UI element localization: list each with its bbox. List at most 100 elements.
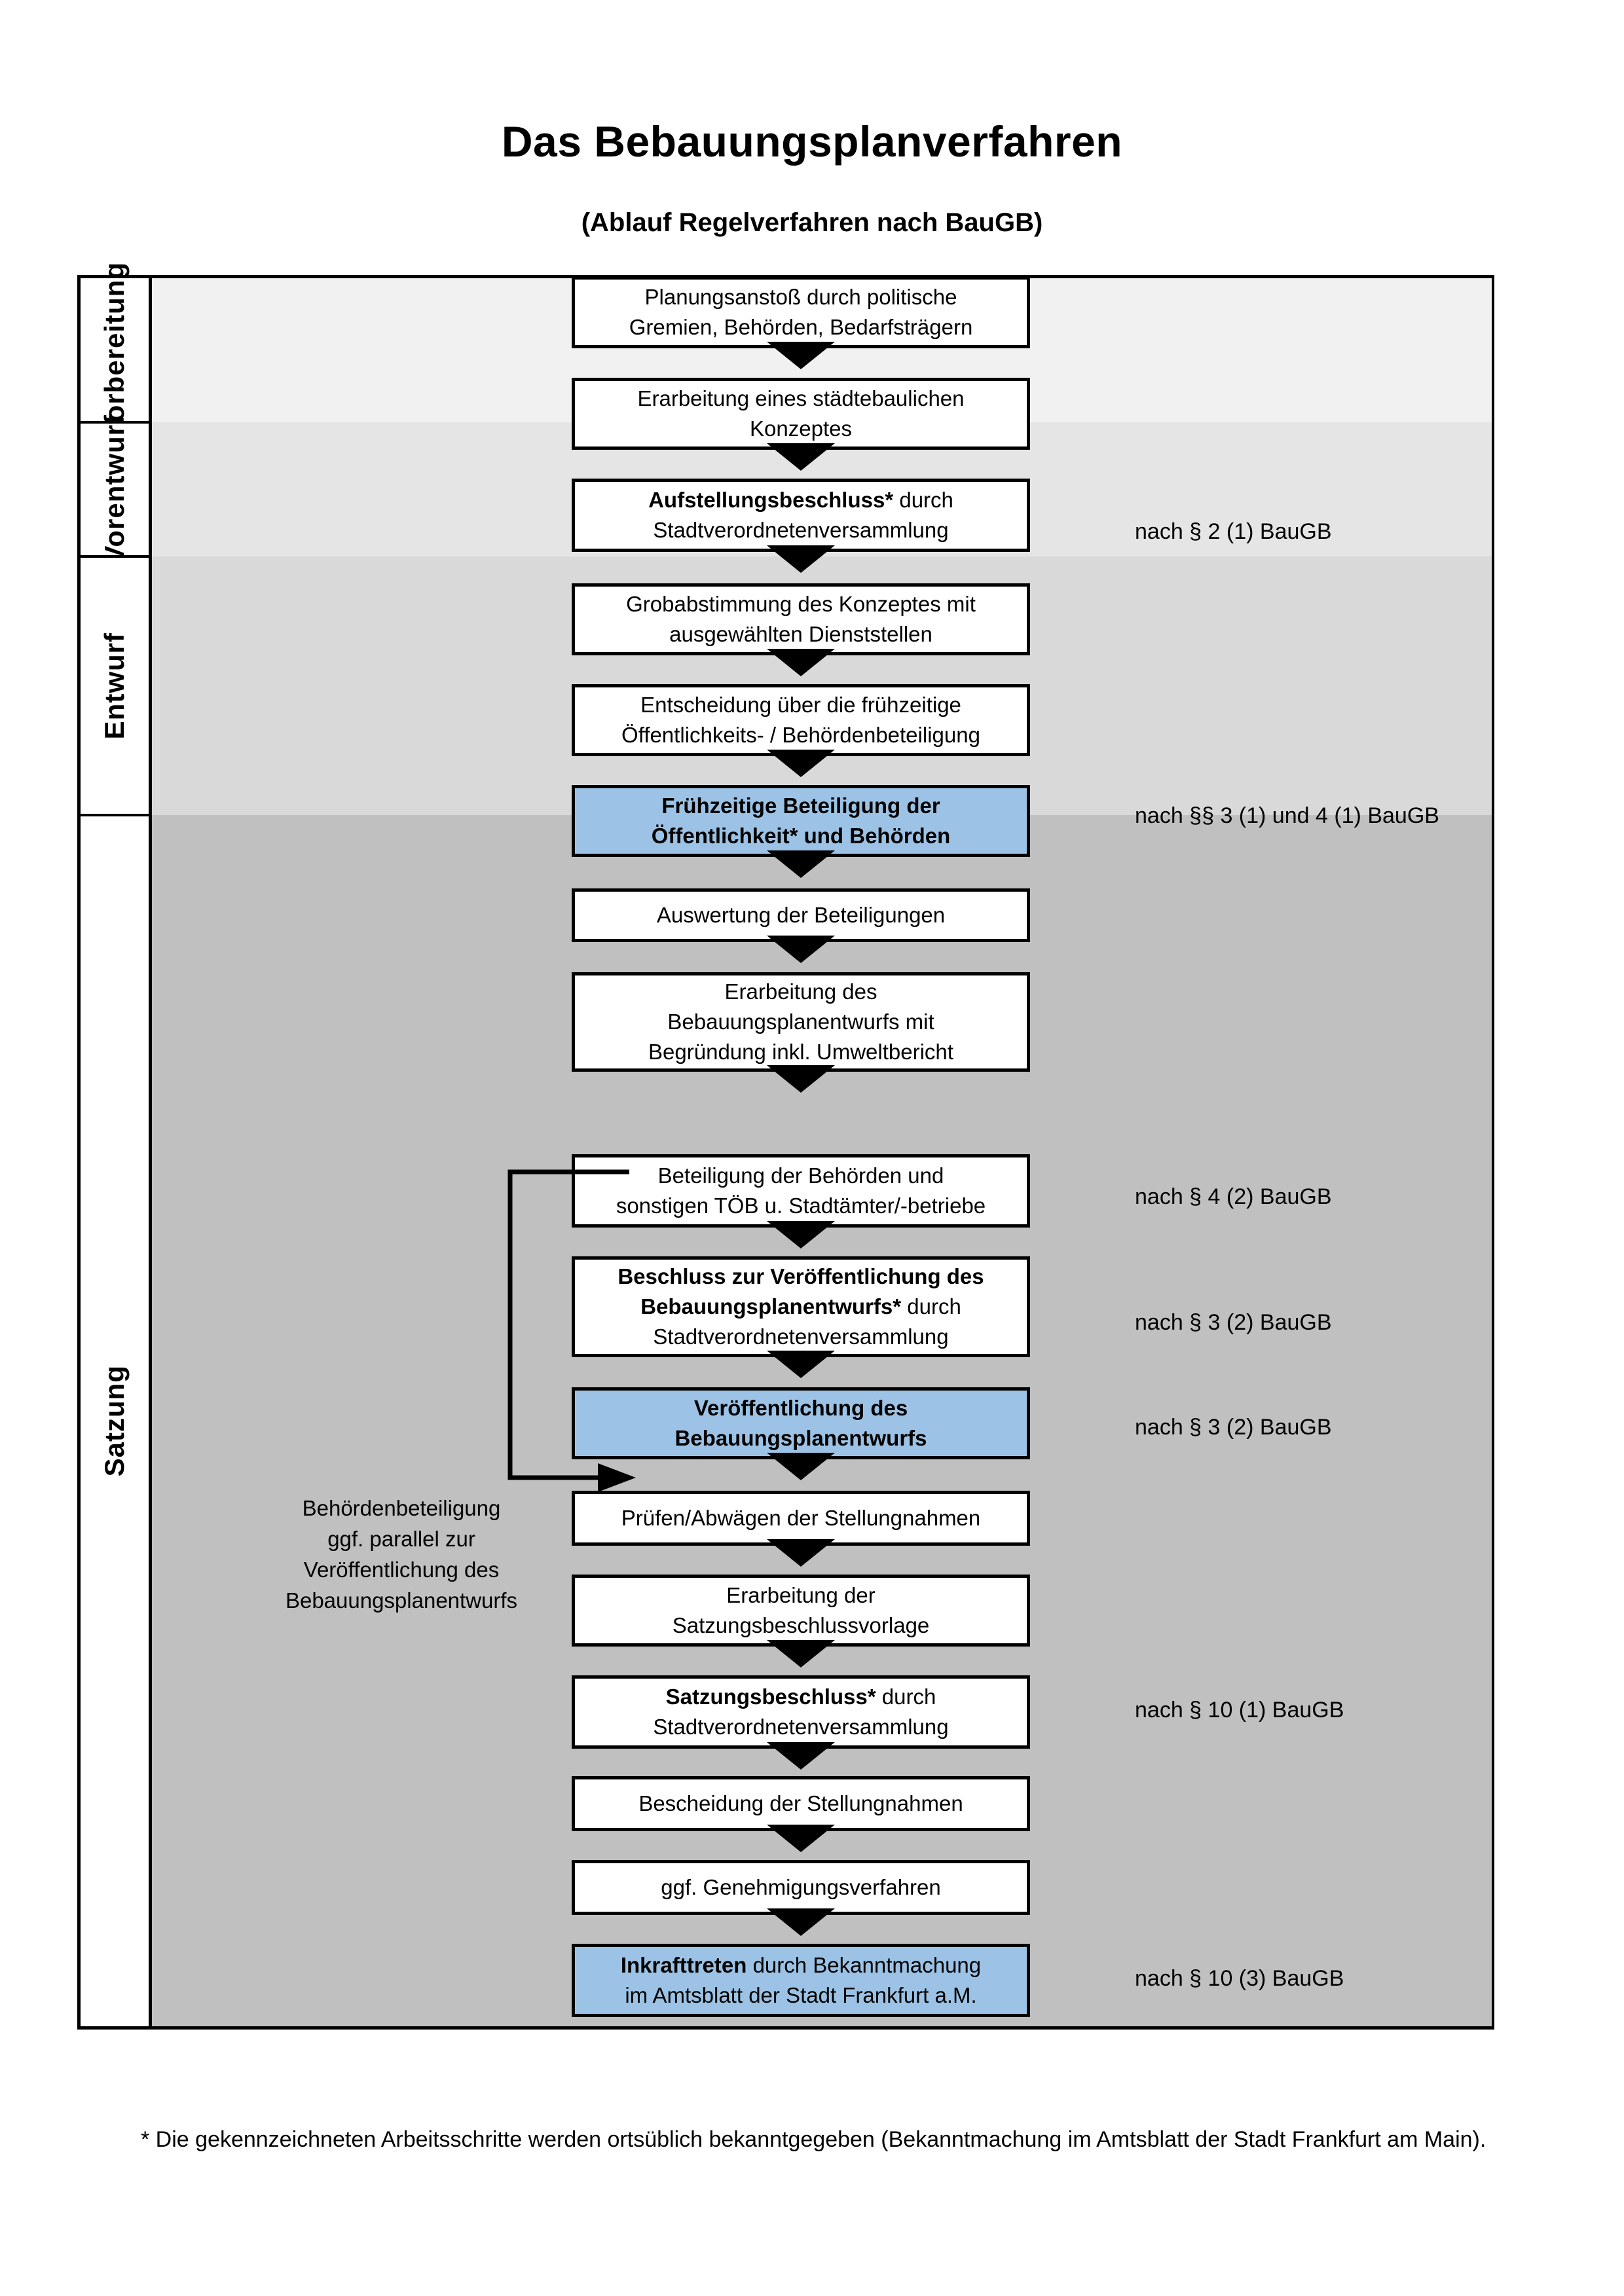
flow-step-line: Stadtverordnetenversammlung [653, 518, 949, 542]
flow-step-line: Prüfen/Abwägen der Stellungnahmen [621, 1506, 981, 1530]
phase-label-vorentwurf: Vorentwurf [81, 414, 149, 564]
flow-arrow-down-icon [767, 1065, 835, 1093]
flow-step-line: ggf. Genehmigungsverfahren [661, 1875, 941, 1899]
law-reference-note-p10-3: nach § 10 (3) BauGB [1135, 1966, 1344, 1991]
flow-arrow-down-icon [767, 1908, 835, 1936]
flow-arrow-down-icon [767, 850, 835, 878]
flow-step-line: Planungsanstoß durch politische [644, 285, 957, 309]
phase-label-text: Entwurf [99, 632, 130, 740]
flow-step-line: Entscheidung über die frühzeitige [640, 693, 961, 717]
flow-arrow-down-icon [767, 545, 835, 573]
footnote: * Die gekennzeichneten Arbeitsschritte w… [141, 2127, 1486, 2152]
law-reference-note-p3-4: nach §§ 3 (1) und 4 (1) BauGB [1135, 803, 1439, 828]
phase-divider [81, 555, 152, 558]
flow-step-line: Erarbeitung des [724, 979, 877, 1004]
flow-step-line: Stadtverordnetenversammlung [653, 1715, 949, 1739]
flow-step-line: Begründung inkl. Umweltbericht [648, 1040, 953, 1064]
flow-arrow-down-icon [767, 1640, 835, 1667]
phase-divider [81, 421, 152, 424]
parallel-procedure-note-line: Bebauungsplanentwurfs [285, 1588, 518, 1613]
flow-step-inkrafttreten[interactable]: Inkrafttreten durch Bekanntmachung im Amt… [572, 1944, 1030, 2017]
phase-divider [81, 814, 152, 816]
flow-step-genehmigungsverfahren[interactable]: ggf. Genehmigungsverfahren [572, 1860, 1030, 1915]
flow-step-pruefen-abwaegen[interactable]: Prüfen/Abwägen der Stellungnahmen [572, 1491, 1030, 1546]
phase-label-vorbereitung: Vorbereitung [81, 262, 149, 439]
flow-step-line: Auswertung der Beteiligungen [656, 903, 946, 927]
flow-step-line: Erarbeitung eines städtebaulichen [637, 386, 965, 410]
parallel-procedure-note-line: Veröffentlichung des [303, 1558, 500, 1582]
parallel-procedure-note-line: Behördenbeteiligung [302, 1496, 501, 1520]
law-reference-note-p4-2: nach § 4 (2) BauGB [1135, 1184, 1332, 1209]
flow-step-line: Bebauungsplanentwurfs mit [667, 1010, 934, 1034]
law-reference-note-p3-2a: nach § 3 (2) BauGB [1135, 1310, 1332, 1335]
flow-step-line: Beteiligung der Behörden und [657, 1163, 944, 1188]
label-column-divider [149, 278, 152, 2026]
flow-step-label: Auswertung der Beteiligungen [581, 900, 1020, 930]
flow-step-line: Bebauungsplanentwurfs* durch [640, 1294, 961, 1319]
flow-step-line: Aufstellungsbeschluss* durch [648, 488, 953, 512]
flow-step-line: Beschluss zur Veröffentlichung des [618, 1264, 984, 1288]
flow-step-line: Frühzeitige Beteiligung der [661, 793, 940, 818]
flow-step-label: Inkrafttreten durch Bekanntmachung im Amt… [581, 1950, 1020, 2011]
flow-arrow-down-icon [767, 443, 835, 471]
flow-step-line: Bebauungsplanentwurfs [674, 1426, 927, 1450]
phase-label-text: Satzung [99, 1364, 130, 1477]
flow-arrow-down-icon [767, 649, 835, 676]
flow-step-line: Stadtverordnetenversammlung [653, 1324, 949, 1349]
flow-step-label: Bescheidung der Stellungnahmen [581, 1789, 1020, 1819]
law-reference-note-p10-1: nach § 10 (1) BauGB [1135, 1698, 1344, 1722]
flow-step-line: Konzeptes [750, 416, 852, 441]
flow-arrow-down-icon [767, 1221, 835, 1248]
flow-step-auswertung[interactable]: Auswertung der Beteiligungen [572, 888, 1030, 942]
law-reference-note-p3-2b: nach § 3 (2) BauGB [1135, 1415, 1332, 1440]
flow-arrow-down-icon [767, 936, 835, 963]
law-reference-note-p2-1: nach § 2 (1) BauGB [1135, 519, 1332, 544]
page-title: Das Bebauungsplanverfahren [501, 117, 1123, 166]
flow-step-line: Öffentlichkeits- / Behördenbeteiligung [621, 723, 980, 747]
page-subtitle: (Ablauf Regelverfahren nach BauGB) [581, 208, 1043, 237]
flow-arrow-down-icon [767, 1742, 835, 1770]
flow-step-line: Veröffentlichung des [693, 1396, 908, 1420]
flow-step-line: Öffentlichkeit* und Behörden [651, 824, 951, 848]
flow-step-label: Prüfen/Abwägen der Stellungnahmen [581, 1503, 1020, 1533]
flow-step-line: Gremien, Behörden, Bedarfsträgern [629, 315, 973, 339]
phase-label-text: Vorbereitung [99, 261, 130, 439]
flow-arrow-down-icon [767, 1453, 835, 1480]
flow-arrow-down-icon [767, 750, 835, 777]
flow-arrow-down-icon [767, 1351, 835, 1378]
flow-arrow-down-icon [767, 1825, 835, 1852]
flow-step-line: Satzungsbeschluss* durch [665, 1685, 936, 1709]
phase-label-entwurf: Entwurf [81, 556, 149, 815]
flow-step-line: im Amtsblatt der Stadt Frankfurt a.M. [625, 1983, 977, 2007]
flow-arrow-down-icon [767, 1539, 835, 1567]
flow-step-line: Satzungsbeschlussvorlage [672, 1613, 930, 1637]
flow-step-line: Erarbeitung der [726, 1583, 876, 1607]
flow-step-line: Inkrafttreten durch Bekanntmachung [620, 1953, 982, 1977]
parallel-procedure-note-line: ggf. parallel zur [327, 1527, 475, 1551]
flow-step-bescheidung[interactable]: Bescheidung der Stellungnahmen [572, 1776, 1030, 1831]
flow-step-line: Grobabstimmung des Konzeptes mit [626, 592, 976, 616]
